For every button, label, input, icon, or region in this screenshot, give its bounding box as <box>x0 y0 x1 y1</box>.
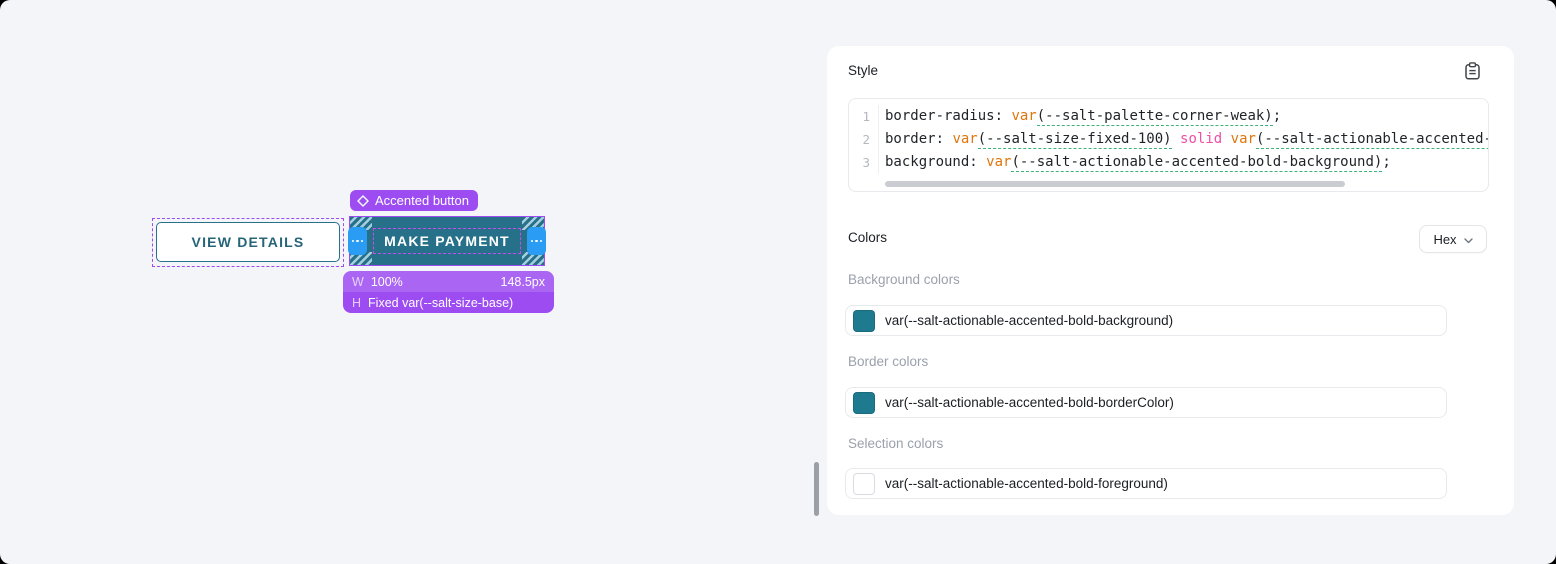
border-color-row[interactable]: var(--salt-actionable-accented-bold-bord… <box>845 387 1447 418</box>
make-payment-button[interactable]: MAKE PAYMENT <box>348 216 546 266</box>
height-row: H Fixed var(--salt-size-base) <box>343 292 554 313</box>
selection-colors-label: Selection colors <box>848 436 944 451</box>
chevron-down-icon <box>1463 232 1473 247</box>
background-color-row[interactable]: var(--salt-actionable-accented-bold-back… <box>845 305 1447 336</box>
width-pixels: 148.5px <box>500 274 545 289</box>
color-format-dropdown[interactable]: Hex <box>1419 225 1487 253</box>
color-swatch <box>853 391 875 414</box>
horizontal-scrollbar[interactable] <box>885 181 1345 187</box>
dimension-tooltip: W 100% 148.5px H Fixed var(--salt-size-b… <box>343 271 554 313</box>
line-number: 1 <box>849 105 879 128</box>
copy-code-button[interactable] <box>1462 61 1482 83</box>
colors-section-title: Colors <box>848 230 888 245</box>
vertical-scrollbar[interactable] <box>814 462 819 516</box>
make-payment-label: MAKE PAYMENT <box>384 233 510 249</box>
color-value: var(--salt-actionable-accented-bold-fore… <box>885 476 1168 491</box>
color-value: var(--salt-actionable-accented-bold-bord… <box>885 395 1174 410</box>
color-value: var(--salt-actionable-accented-bold-back… <box>885 313 1174 328</box>
line-number: 3 <box>849 151 879 174</box>
width-key: W <box>352 274 364 289</box>
border-colors-label: Border colors <box>848 354 929 369</box>
view-details-selection-outline: VIEW DETAILS <box>152 218 344 267</box>
width-row: W 100% 148.5px <box>343 271 554 292</box>
padding-hatch <box>350 252 372 265</box>
component-label: Accented button <box>375 193 469 208</box>
color-swatch <box>853 309 875 332</box>
clipboard-icon <box>1464 61 1480 83</box>
color-format-value: Hex <box>1433 231 1457 247</box>
background-colors-label: Background colors <box>848 272 960 287</box>
style-section-title: Style <box>848 63 879 78</box>
padding-hatch <box>350 217 372 230</box>
height-value: Fixed var(--salt-size-base) <box>368 295 514 310</box>
component-diamond-icon <box>357 194 369 207</box>
width-value: 100% <box>370 274 403 289</box>
color-swatch <box>853 472 875 495</box>
view-details-label: VIEW DETAILS <box>191 234 305 250</box>
selection-color-row[interactable]: var(--salt-actionable-accented-bold-fore… <box>845 468 1447 499</box>
padding-handle-left[interactable] <box>348 227 367 255</box>
component-label-chip[interactable]: Accented button <box>350 190 478 211</box>
padding-hatch <box>522 217 544 230</box>
line-number: 2 <box>849 128 879 151</box>
height-key: H <box>352 295 362 310</box>
padding-handle-right[interactable] <box>527 227 546 255</box>
text-selection-outline <box>373 228 521 254</box>
padding-hatch <box>522 252 544 265</box>
view-details-button[interactable]: VIEW DETAILS <box>156 222 340 262</box>
